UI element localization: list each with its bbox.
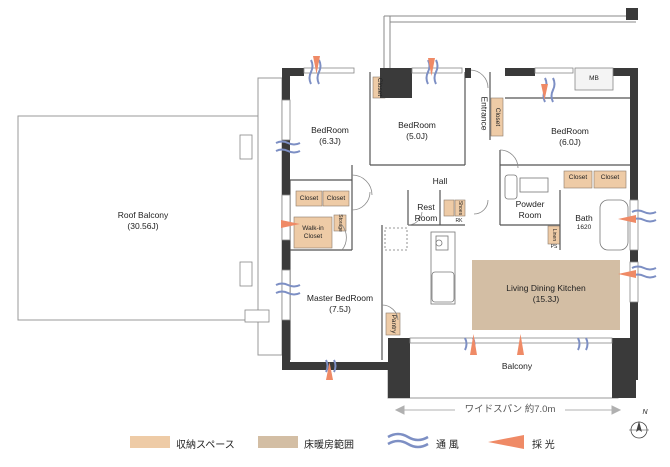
closet-a-label: Closet: [299, 195, 319, 202]
entrance-label: Entrance: [479, 96, 490, 131]
daylight-icon: [326, 362, 333, 380]
storage-areas: [293, 76, 627, 336]
legend-daylight-label: 採 光: [532, 440, 555, 451]
storage-small-label: Storage: [337, 214, 343, 232]
ventilation-icon: [585, 337, 589, 351]
daylight-markers: [281, 56, 636, 380]
ventilation-icon: [275, 290, 301, 296]
closet-b-label: Closet: [326, 195, 346, 202]
daylight-icon: [281, 220, 300, 228]
dimension-line: [394, 405, 622, 415]
bedroom-3-label: BedRoom(6.0J): [551, 126, 589, 147]
daylight-icon: [313, 56, 320, 74]
legend-floor-heating-label: 床暖房範囲: [304, 440, 354, 451]
mb-label: MB: [589, 75, 599, 82]
pantry-label: Pantry: [390, 314, 397, 334]
ventilation-icon: [275, 148, 301, 154]
closet-bedroom3-b-label: Closet: [600, 174, 620, 181]
legend-storage-label: 収納スペース: [176, 440, 235, 451]
ventilation-icon: [275, 282, 301, 288]
ventilation-icon: [631, 209, 657, 215]
hall-label: Hall: [432, 176, 448, 186]
ventilation-icon: [433, 59, 439, 85]
closet-bedroom1-label: Closet: [376, 77, 383, 97]
ventilation-icon: [316, 59, 322, 85]
ventilation-icon: [308, 59, 314, 85]
daylight-icon: [428, 58, 435, 76]
rk-label: RK: [455, 218, 463, 224]
ventilation-icon: [275, 140, 301, 146]
bedroom-1-label: BedRoom(6.3J): [311, 125, 349, 146]
ventilation-icon: [464, 337, 468, 351]
mb-box: [574, 67, 614, 91]
legend-ventilation-icon: [387, 432, 429, 449]
ventilation-icon: [550, 77, 556, 103]
legend-storage-swatch: [130, 436, 170, 448]
roof-balcony-area: [17, 77, 283, 356]
daylight-icon: [618, 215, 636, 223]
bedroom-2-label: BedRoom(5.0J): [398, 120, 436, 141]
ventilation-icon: [333, 359, 337, 373]
legend: [130, 432, 524, 449]
floor-heating-area: [472, 260, 620, 330]
daylight-icon: [618, 270, 636, 278]
dimension-text: ワイドスパン 約7.0m: [464, 404, 556, 415]
compass-icon: [629, 421, 649, 439]
legend-ventilation-label: 通 風: [436, 440, 459, 451]
ventilation-icon: [325, 359, 329, 373]
roof-balcony-label: Roof Balcony(30.56J): [117, 210, 169, 231]
daylight-icon: [541, 84, 548, 100]
master-bedroom-label: Master BedRoom(7.5J): [306, 293, 374, 314]
bath-tub: [504, 174, 629, 251]
legend-daylight-icon: [488, 435, 524, 449]
ventilation-markers: [275, 59, 657, 373]
ps-label: PS: [550, 244, 558, 250]
closet-bedroom3-a-label: Closet: [568, 174, 588, 181]
kitchen-fixtures: [384, 227, 456, 305]
ventilation-icon: [631, 265, 657, 271]
closet-entrance-label: Closet: [494, 107, 501, 127]
entrance-corridor: [383, 8, 638, 68]
legend-floor-heating-swatch: [258, 436, 298, 448]
doors: [341, 69, 519, 321]
daylight-icon: [517, 334, 524, 355]
ventilation-icon: [577, 337, 581, 351]
balcony-label: Balcony: [501, 361, 533, 371]
ldk-label: Living Dining Kitchen(15.3J): [506, 283, 586, 304]
compass-label: N: [642, 409, 648, 416]
daylight-icon: [470, 334, 477, 355]
